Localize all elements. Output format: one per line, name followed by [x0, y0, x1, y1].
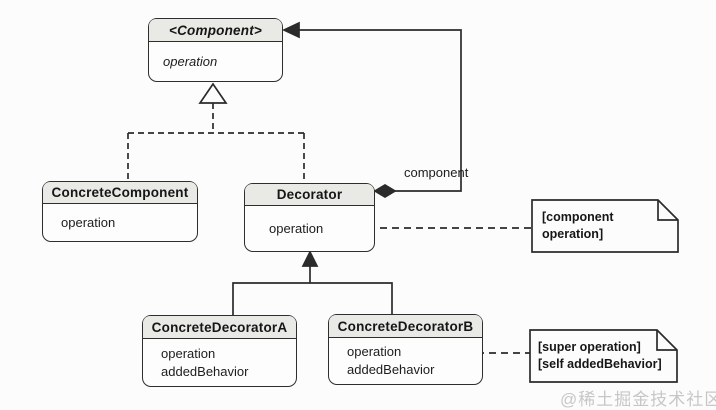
generalization-triangle-icon: [198, 82, 228, 104]
note-shape-component-operation: [531, 199, 679, 253]
watermark-text: @稀土掘金技术社区: [560, 390, 716, 409]
class-box-concrete-decorator-a: ConcreteDecoratorA operation addedBehavi…: [142, 315, 297, 387]
aggregation-diamond-icon: [373, 184, 397, 198]
note-fold-icon: [656, 330, 677, 351]
class-title: Decorator: [245, 184, 374, 206]
class-member: operation: [161, 345, 216, 361]
class-box-concrete-component: ConcreteComponent operation: [42, 181, 198, 242]
class-member: addedBehavior: [161, 363, 249, 379]
class-box-concrete-decorator-b: ConcreteDecoratorB operation addedBehavi…: [328, 314, 483, 385]
generalization-solid-line: [232, 265, 393, 315]
note-shape-decorator-b: [529, 329, 678, 383]
class-member: operation: [347, 344, 402, 359]
class-box-decorator: Decorator operation: [244, 183, 375, 252]
note-component-operation: [component operation]: [532, 200, 678, 252]
aggregation-arrowhead-icon: [281, 21, 300, 39]
class-member: addedBehavior: [347, 362, 435, 377]
class-title: ConcreteDecoratorB: [329, 315, 482, 338]
note-decorator-b: [super operation] [self addedBehavior]: [530, 330, 677, 382]
class-title: <Component>: [149, 19, 282, 42]
class-member: operation: [61, 214, 116, 230]
class-member: operation: [163, 53, 218, 69]
class-title: ConcreteComponent: [43, 182, 197, 204]
generalization-arrowhead-icon: [301, 250, 319, 267]
note-line: [component operation]: [542, 210, 614, 241]
class-title: ConcreteDecoratorA: [143, 316, 296, 339]
note-line: [super operation]: [538, 340, 641, 354]
aggregation-line: [294, 29, 462, 192]
realization-dashed-line: [127, 103, 305, 183]
note-line: [self addedBehavior]: [538, 357, 662, 371]
class-member: operation: [269, 220, 324, 236]
note-fold-icon: [657, 200, 678, 221]
association-label-component: component: [404, 165, 469, 180]
class-box-component: <Component> operation: [148, 18, 283, 82]
